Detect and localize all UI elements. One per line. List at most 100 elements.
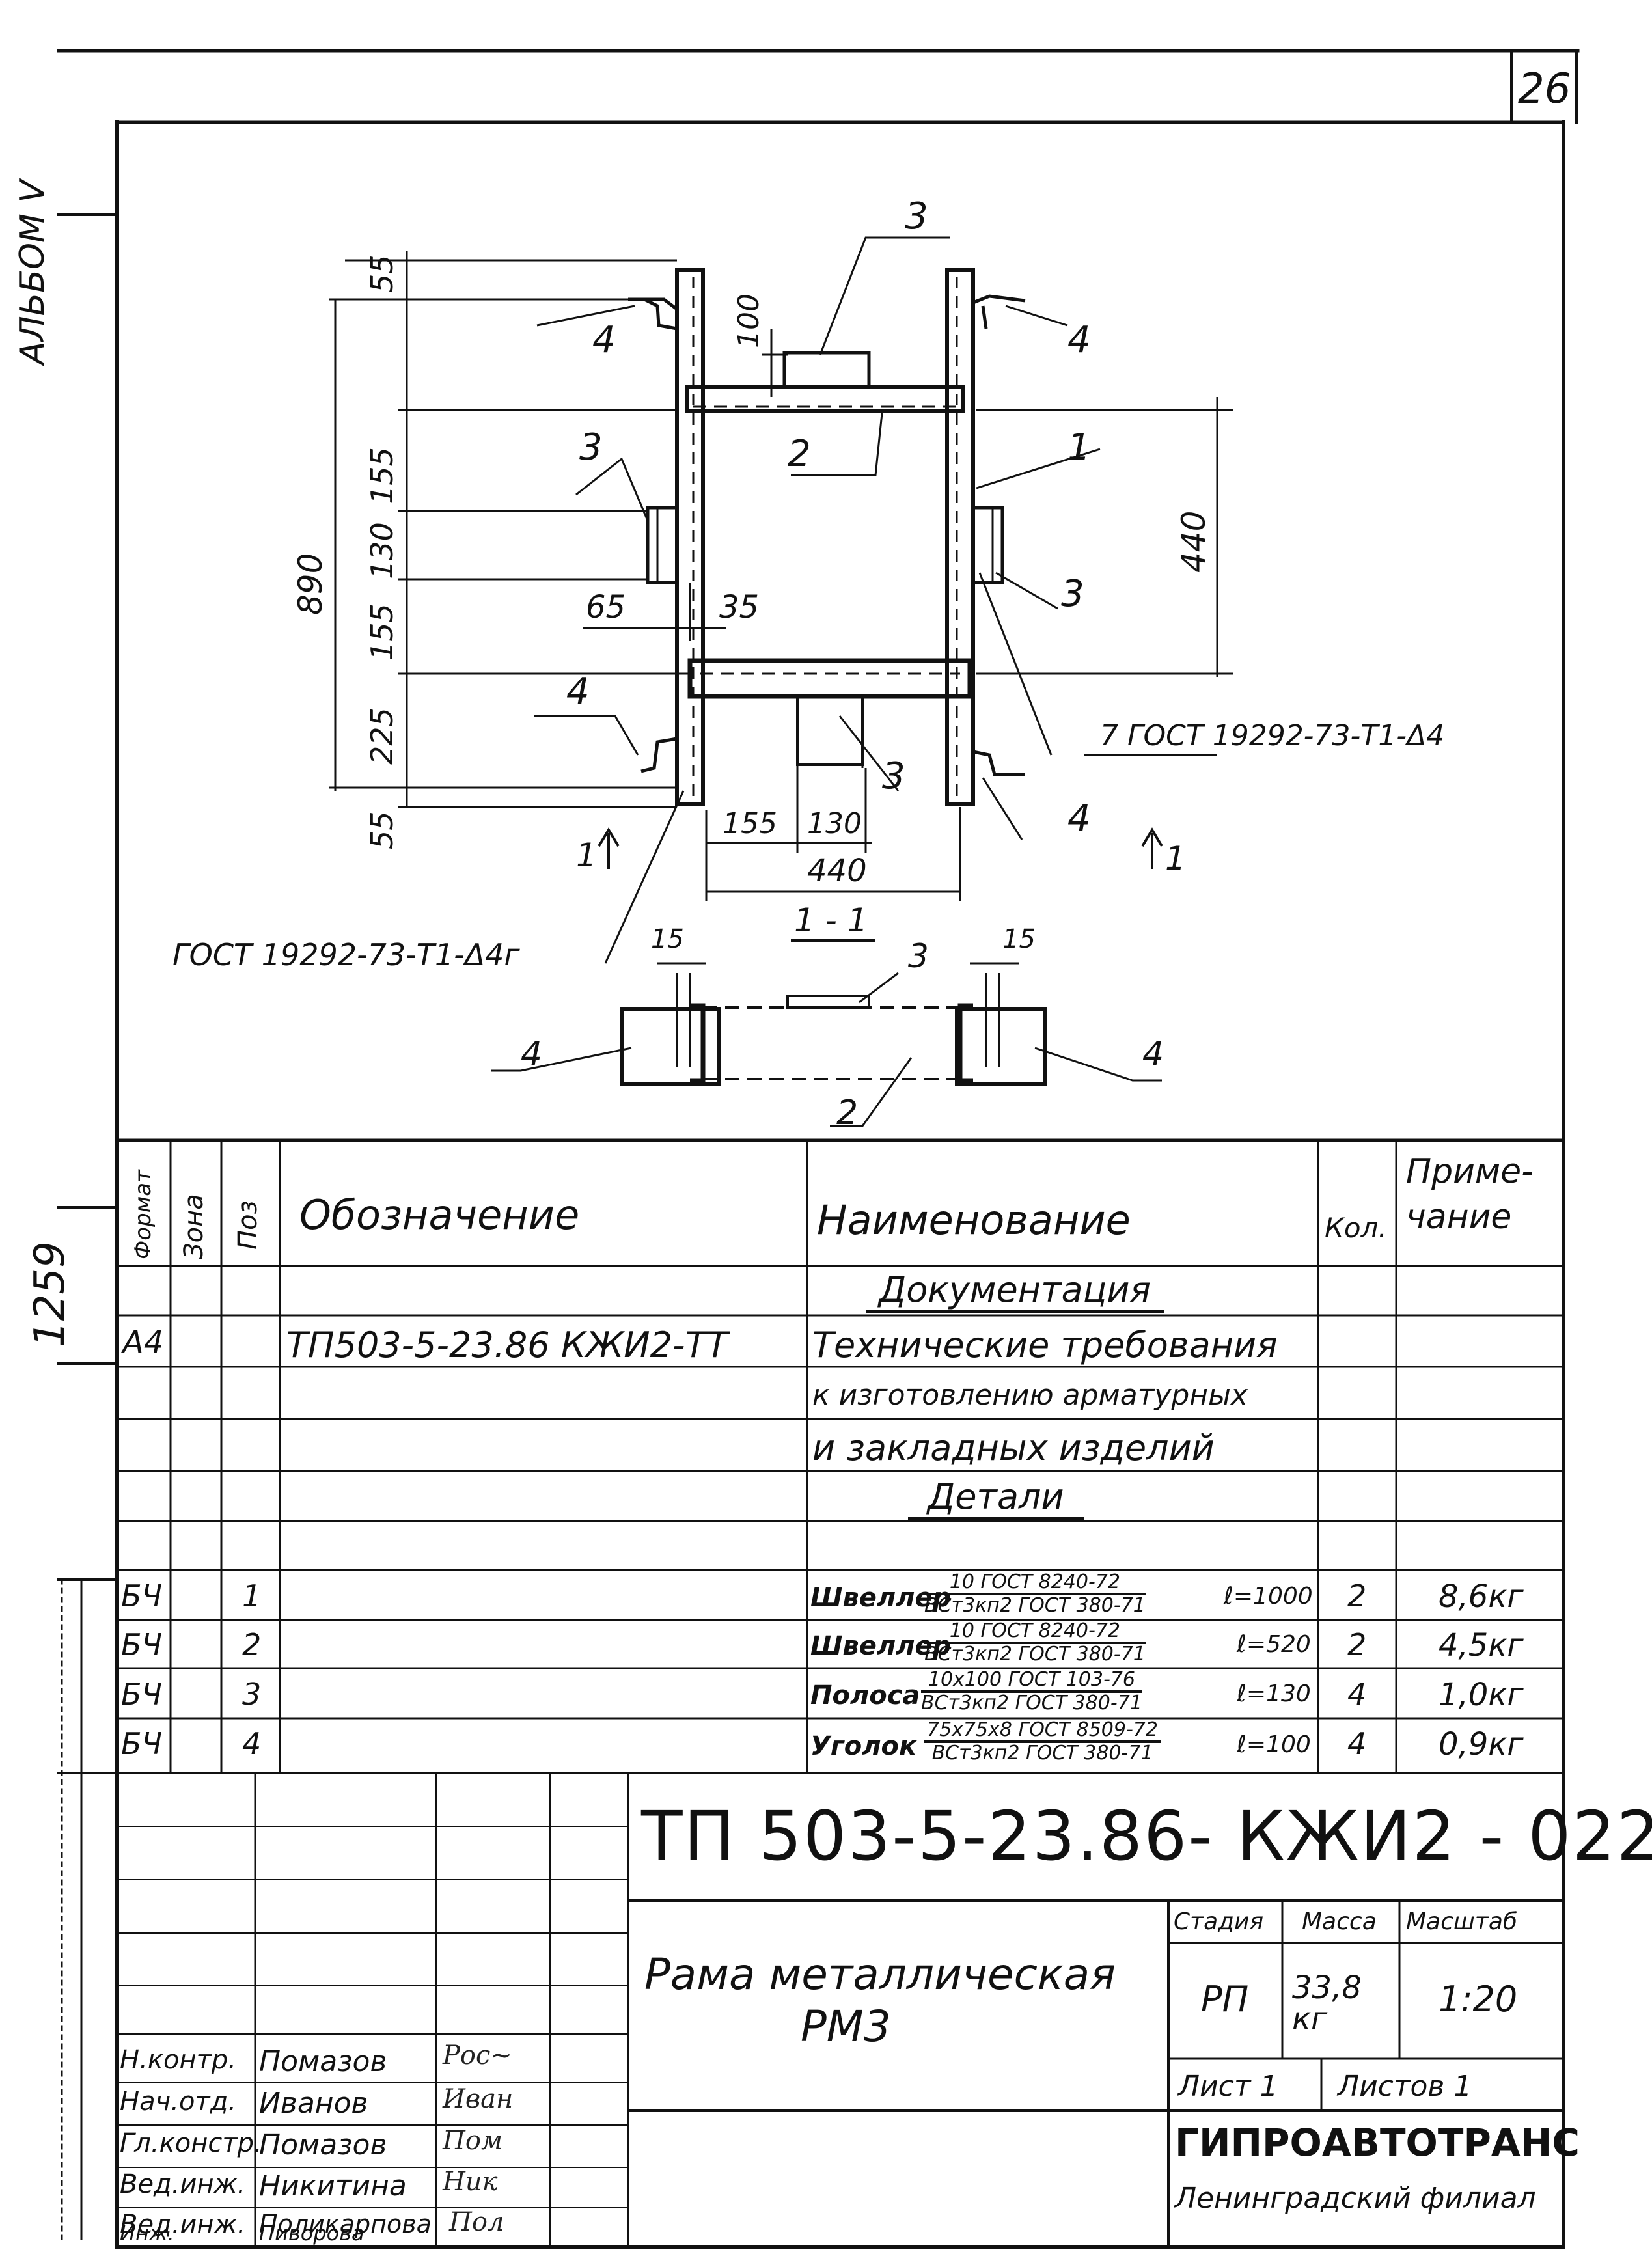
weld-note-right: 7 ГОСТ 19292-73-Т1-Δ4 bbox=[1100, 719, 1445, 752]
signature-role: Инж. bbox=[120, 2221, 174, 2246]
section-callout-3: 3 bbox=[908, 937, 929, 975]
doc-format: А4 bbox=[122, 1325, 164, 1361]
item-frac-bot: ВСт3кп2 ГОСТ 380-71 bbox=[924, 1593, 1146, 1617]
dim-35: 35 bbox=[719, 589, 760, 625]
item-frac-top: 10 ГОСТ 8240-72 bbox=[924, 1572, 1146, 1595]
main-view bbox=[329, 236, 1233, 964]
callout-4-top-right: 4 bbox=[1067, 319, 1091, 361]
dim-890: 890 bbox=[292, 553, 329, 615]
scale-label: Масштаб bbox=[1406, 1908, 1518, 1935]
weld-note-left: ГОСТ 19292-73-Т1-Δ4г bbox=[172, 937, 520, 972]
header-qty: Кол. bbox=[1325, 1212, 1387, 1244]
item-qty: 2 bbox=[1347, 1578, 1367, 1614]
item-length: ℓ=100 bbox=[1237, 1731, 1311, 1758]
item-prefix: Уголок bbox=[810, 1731, 917, 1761]
sheet-number: 26 bbox=[1518, 65, 1571, 113]
item-format: БЧ bbox=[121, 1578, 163, 1614]
item-frac-top: 10 ГОСТ 8240-72 bbox=[924, 1621, 1146, 1644]
section-view bbox=[491, 939, 1162, 1127]
drawing-title-line2: РМ3 bbox=[801, 2001, 891, 2052]
item-length: ℓ=1000 bbox=[1224, 1583, 1313, 1610]
dim-65: 65 bbox=[586, 589, 626, 625]
section-mark-right: 1 bbox=[1165, 840, 1186, 877]
dim-155-b: 155 bbox=[365, 603, 400, 661]
doc-name-line2: к изготовлению арматурных bbox=[812, 1379, 1248, 1412]
item-length: ℓ=520 bbox=[1237, 1631, 1311, 1658]
item-pos: 3 bbox=[242, 1677, 262, 1712]
item-frac-bot: ВСт3кп2 ГОСТ 380-71 bbox=[921, 1691, 1142, 1714]
item-format: БЧ bbox=[121, 1677, 163, 1712]
item-fraction: 10 ГОСТ 8240-72 ВСт3кп2 ГОСТ 380-71 bbox=[924, 1572, 1146, 1615]
signature-name: Помазов bbox=[259, 2128, 387, 2162]
doc-designation: ТП503-5-23.86 КЖИ2-ТТ bbox=[286, 1325, 728, 1366]
signature-name: Никитина bbox=[259, 2169, 407, 2203]
header-name: Наименование bbox=[817, 1196, 1131, 1244]
item-frac-top: 10х100 ГОСТ 103-76 bbox=[921, 1669, 1142, 1693]
dim-130: 130 bbox=[365, 522, 400, 579]
dim-55-bottom: 55 bbox=[365, 811, 400, 849]
mass-value: 33,8 кг bbox=[1292, 1970, 1362, 2037]
item-pos: 1 bbox=[242, 1578, 262, 1614]
document-code: ТП 503-5-23.86- КЖИ2 - 022 bbox=[641, 1796, 1652, 1876]
item-note: 1,0кг bbox=[1439, 1677, 1524, 1713]
callout-3-left: 3 bbox=[579, 426, 603, 469]
item-pos: 2 bbox=[242, 1627, 262, 1662]
header-zone: Зона bbox=[179, 1194, 209, 1259]
sheets-label: Листов 1 bbox=[1338, 2070, 1472, 2103]
dim-155-a: 155 bbox=[365, 447, 400, 504]
item-note: 0,9кг bbox=[1439, 1726, 1524, 1763]
section-title: 1 - 1 bbox=[794, 901, 868, 939]
signature-handwriting: Рос~ bbox=[443, 2040, 512, 2070]
item-frac-bot: ВСт3кп2 ГОСТ 380-71 bbox=[924, 1642, 1146, 1666]
dim-55-top: 55 bbox=[365, 254, 400, 293]
item-fraction: 75х75х8 ГОСТ 8509-72 ВСт3кп2 ГОСТ 380-71 bbox=[924, 1720, 1161, 1763]
dim-440-bottom: 440 bbox=[807, 853, 867, 889]
signature-role: Вед.инж. bbox=[120, 2169, 246, 2199]
section-callout-2: 2 bbox=[836, 1093, 859, 1133]
organization: ГИПРОАВТОТРАНС bbox=[1175, 2121, 1580, 2165]
item-note: 8,6кг bbox=[1439, 1578, 1524, 1615]
left-margin-fragment: АЛЬБОМ V bbox=[13, 180, 52, 364]
section-callout-4-right: 4 bbox=[1142, 1035, 1164, 1074]
section-documentation: Документация bbox=[866, 1269, 1164, 1313]
callout-4-top-left: 4 bbox=[592, 319, 616, 361]
dim-225: 225 bbox=[365, 708, 400, 765]
signature-role: Гл.констр. bbox=[120, 2128, 262, 2158]
signature-name: Иванов bbox=[259, 2087, 368, 2120]
signature-role: Нач.отд. bbox=[120, 2087, 237, 2117]
item-format: БЧ bbox=[121, 1726, 163, 1761]
callout-3-top: 3 bbox=[905, 195, 928, 238]
item-qty: 4 bbox=[1347, 1677, 1367, 1712]
header-note-1: Приме- bbox=[1406, 1152, 1534, 1191]
section-mark-left: 1 bbox=[576, 836, 597, 874]
item-frac-top: 75х75х8 ГОСТ 8509-72 bbox=[924, 1720, 1161, 1743]
signature-name: Помазов bbox=[259, 2045, 387, 2078]
signature-name: Поликарпова bbox=[259, 2210, 432, 2238]
mass-label: Масса bbox=[1302, 1908, 1377, 1935]
item-frac-bot: ВСт3кп2 ГОСТ 380-71 bbox=[931, 1741, 1153, 1765]
signature-role: Н.контр. bbox=[120, 2045, 236, 2075]
item-fraction: 10х100 ГОСТ 103-76 ВСт3кп2 ГОСТ 380-71 bbox=[921, 1669, 1142, 1713]
item-note: 4,5кг bbox=[1439, 1627, 1524, 1664]
callout-4-bottom-right: 4 bbox=[1067, 797, 1091, 840]
callout-1-main: 1 bbox=[1067, 426, 1091, 469]
item-qty: 2 bbox=[1347, 1627, 1367, 1662]
scale-value: 1:20 bbox=[1439, 1979, 1518, 2020]
item-pos: 4 bbox=[242, 1726, 262, 1761]
signature-handwriting: Иван bbox=[443, 2084, 514, 2114]
callout-3-bottom: 3 bbox=[882, 755, 905, 797]
header-format: Формат bbox=[130, 1170, 156, 1259]
doc-name-line3: и закладных изделий bbox=[812, 1427, 1215, 1468]
signature-handwriting: Пом bbox=[443, 2126, 503, 2156]
stage-value: РП bbox=[1201, 1979, 1249, 2020]
dim-130-bottom: 130 bbox=[807, 807, 862, 840]
signature-handwriting: Пол bbox=[449, 2207, 504, 2237]
item-prefix: Швеллер bbox=[810, 1583, 952, 1613]
stage-label: Стадия bbox=[1174, 1908, 1264, 1935]
section-dim-15-right: 15 bbox=[1002, 924, 1036, 954]
doc-name-line1: Технические требования bbox=[812, 1325, 1278, 1366]
section-details: Детали bbox=[908, 1476, 1084, 1520]
dim-440-right: 440 bbox=[1175, 510, 1213, 573]
dim-155-bottom: 155 bbox=[723, 807, 777, 840]
item-format: БЧ bbox=[121, 1627, 163, 1662]
